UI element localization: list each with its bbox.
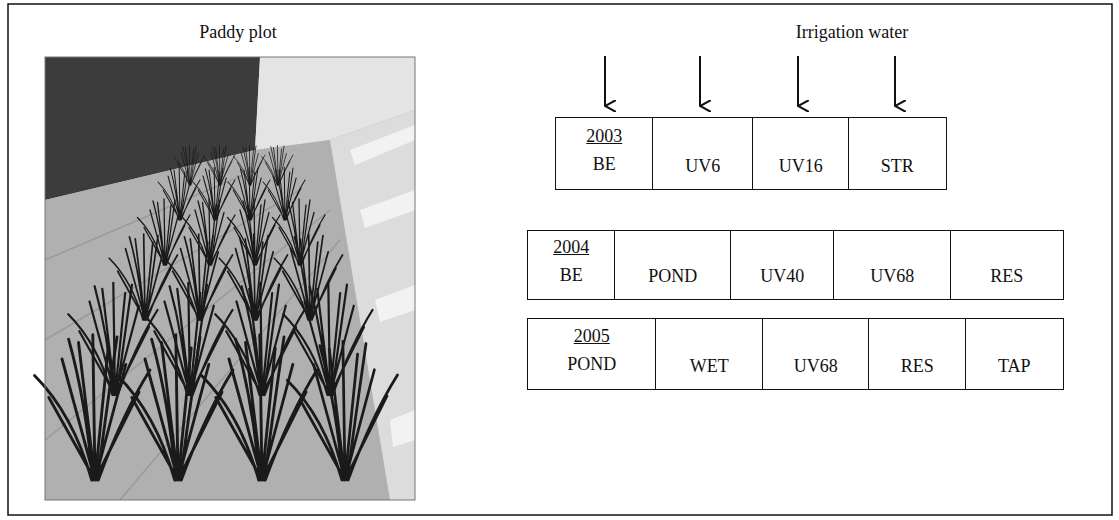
treatment-cell: 2004BE <box>527 230 616 300</box>
water-source-label: UV6 <box>685 157 720 177</box>
treatment-cell: UV16 <box>752 117 850 190</box>
water-arrows <box>605 56 895 106</box>
treatment-cell: STR <box>848 117 947 190</box>
treatment-cell: UV68 <box>762 318 870 390</box>
water-source-label: UV16 <box>779 157 823 177</box>
water-source-label: RES <box>990 267 1023 287</box>
treatment-cell: TAP <box>965 318 1064 390</box>
year-label: 2004 <box>553 238 589 258</box>
year-label: 2003 <box>586 127 622 147</box>
treatment-cell: POND <box>614 230 732 300</box>
water-source-label: POND <box>567 355 616 375</box>
water-source-label: STR <box>881 157 914 177</box>
water-source-label: RES <box>901 357 934 377</box>
water-source-label: WET <box>690 357 729 377</box>
water-source-label: BE <box>560 266 583 286</box>
year-label: 2005 <box>574 327 610 347</box>
treatment-cell: 2005POND <box>527 318 657 390</box>
water-source-label: POND <box>648 267 697 287</box>
treatment-cell: RES <box>868 318 967 390</box>
photo-caption: Paddy plot <box>196 22 280 44</box>
outer-frame <box>8 4 1112 515</box>
water-source-label: BE <box>593 155 616 175</box>
irrigation-heading: Irrigation water <box>793 22 911 44</box>
treatment-cell: RES <box>950 230 1064 300</box>
treatment-cell: 2003BE <box>555 117 654 190</box>
treatment-cell: UV68 <box>833 230 952 300</box>
water-source-label: UV40 <box>760 267 804 287</box>
water-source-label: UV68 <box>794 357 838 377</box>
water-source-label: UV68 <box>870 267 914 287</box>
treatment-cell: UV6 <box>652 117 754 190</box>
water-source-label: TAP <box>998 357 1031 377</box>
paddy-photo <box>35 57 416 500</box>
treatment-cell: UV40 <box>730 230 835 300</box>
treatment-cell: WET <box>655 318 764 390</box>
